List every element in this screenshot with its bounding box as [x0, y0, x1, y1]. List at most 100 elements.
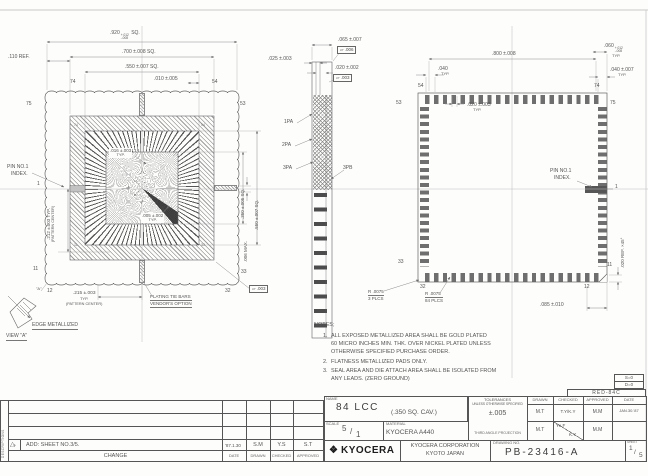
dim-215-pattern-center: .215 ±.003 TYP. (PATTERN CENTER) — [66, 291, 103, 306]
sheet-frame — [0, 9, 648, 462]
checked-header: CHECKED — [558, 397, 578, 402]
bv-pin-1: 1 — [615, 184, 618, 190]
pin1-index-label-1: PIN NO.1 — [7, 164, 29, 170]
dim-065: .065 ±.007 — [338, 37, 362, 43]
tolerances-label: TOLERANCES — [483, 397, 512, 402]
top-view-leaders — [31, 155, 251, 297]
revision-row-line-3 — [9, 439, 323, 440]
footer-drawn: DRAWN — [250, 452, 266, 458]
footer-approved: APPROVED — [296, 452, 320, 458]
view-a-label: VIEW "A" — [6, 333, 28, 341]
revision-row-line-4 — [9, 449, 323, 451]
sheet-cell — [625, 440, 647, 462]
section-view-outline — [311, 61, 333, 339]
bv-pin-75: 75 — [610, 100, 616, 106]
inner-pin-74: 74 — [74, 123, 78, 127]
corner-a-marker: "A" — [36, 286, 42, 291]
radius-3-plcs: R .0075 3 PLCS — [368, 289, 384, 301]
note-1-line-1: ALL EXPOSED METALLIZED AREA SHALL BE GOL… — [331, 333, 487, 339]
bv-pin-53: 53 — [396, 100, 402, 106]
layer-3pa-label: 3PA — [283, 165, 293, 171]
bottom-view-extension-lines — [425, 54, 622, 311]
dim-110-ref: .110 REF. — [8, 54, 30, 60]
dim-025: .025 ±.003 — [268, 56, 292, 62]
bottom-view-dimensions — [383, 50, 620, 310]
dim-040-left: .040 TYP. — [438, 66, 450, 76]
checked-r1: T.Y/K.Y — [560, 409, 576, 414]
bv-pin1-index-1: PIN NO.1 — [550, 168, 572, 174]
inner-pin-54: 54 — [201, 123, 205, 127]
pin-75-label: 75 — [26, 101, 32, 107]
footer-change: CHANGE — [103, 452, 128, 459]
approved-r2: M.M — [592, 427, 603, 433]
dim-350-sq: .350 ±.005 SQ. — [240, 188, 245, 219]
dim-800: .800 ±.008 — [492, 51, 516, 57]
flatness-callout-top-view: ⏥ .003 — [249, 285, 269, 293]
bv-pin1-index-2: INDEX. — [554, 175, 571, 181]
bv-pin-12: 12 — [584, 284, 590, 290]
part-name: 84 LCC — [336, 402, 379, 413]
note-3-num: 3. — [323, 368, 328, 374]
pin-54-label: 54 — [212, 79, 218, 85]
s0-value: S=0 — [624, 375, 634, 380]
sheet-den: 5 — [639, 452, 643, 459]
dim-010: .010 ±.005 — [154, 76, 178, 82]
section-castellation-pads — [313, 193, 327, 338]
dim-060: .060+.012-.008 TYP. — [604, 43, 623, 58]
top-view-outline — [44, 90, 240, 286]
revision-side-label: DESCRIPTIONS — [1, 429, 5, 458]
dim-550: .550 ±.007 SQ. — [125, 64, 159, 70]
bv-pin-32: 32 — [420, 284, 426, 290]
revision-checked: Y.S — [277, 442, 286, 448]
bottom-view-pads-left — [419, 107, 429, 267]
kyocera-logo-wordmark: KYOCERA — [341, 445, 395, 456]
flatness-callout-065: ⏥ .006 — [337, 46, 357, 54]
material-label: MATERIAL — [386, 421, 406, 426]
note-1-line-3: OTHERWISE SPECIFIED PURCHASE ORDER. — [331, 349, 450, 355]
bv-pin-54: 54 — [418, 83, 424, 89]
pin-33-label: 33 — [241, 269, 247, 275]
layer-2pa-label: 2PA — [282, 142, 292, 148]
radius-84-plcs: R .0075 84 PLCS — [425, 291, 444, 303]
approved-r1: M.M — [592, 409, 603, 415]
tie-bar-right — [214, 185, 237, 191]
pin-74-label: 74 — [70, 79, 76, 85]
date-r1: JAN.30.'87 — [619, 408, 639, 413]
drawing-no-label: DRAWING NO. — [493, 440, 521, 445]
inner-pin-33: 33 — [201, 243, 205, 247]
pin-11-label: 11 — [33, 266, 39, 272]
revision-row-line-2 — [9, 426, 323, 427]
d0-box — [614, 381, 644, 389]
tolerances-sublabel: UNLESS OTHERWISE SPECIFIED — [472, 402, 523, 406]
bv-pin-74: 74 — [594, 83, 600, 89]
section-ceramic-hatch — [312, 95, 332, 190]
bottom-view-pads-bottom — [424, 272, 603, 282]
corp-name: KYOCERA CORPORATION — [410, 443, 480, 449]
note-1-num: 1. — [323, 333, 328, 339]
corp-city: KYOTO JAPAN — [425, 451, 464, 457]
revision-col-date — [222, 400, 223, 462]
revision-mark: A — [13, 442, 16, 447]
revision-col-approved — [293, 400, 294, 462]
revision-sym-col — [20, 439, 21, 450]
revision-drawn: S.M — [253, 442, 263, 448]
scale-num: 5 — [342, 424, 347, 433]
drawing-no-value: PB-23416-A — [505, 447, 580, 458]
date-header: DATE — [623, 397, 635, 402]
dim-006-max: .006 MAX. — [243, 240, 248, 262]
dim-020-section: .020 ±.002 — [335, 65, 359, 71]
checked-r2-a: Yu.F — [556, 423, 566, 428]
revision-col-checked — [270, 400, 271, 462]
sheet-label: SHEET — [627, 440, 638, 444]
pin1-index-label-2: INDEX. — [11, 171, 28, 177]
edge-metallized-label: EDGE METALLIZED — [32, 322, 79, 330]
dim-550-sq-right: .550 ±.007 SQ. — [254, 199, 259, 230]
code-value: RED-84C — [592, 390, 621, 396]
top-view-dimension-lines — [46, 40, 259, 299]
material-value: KYOCERA A440 — [386, 429, 435, 436]
bv-pin-33: 33 — [398, 259, 404, 265]
pin-53-label: 53 — [240, 101, 246, 107]
note-1-line-2: 60 MICRO INCHES MIN. THK. OVER NICKEL PL… — [331, 341, 491, 347]
